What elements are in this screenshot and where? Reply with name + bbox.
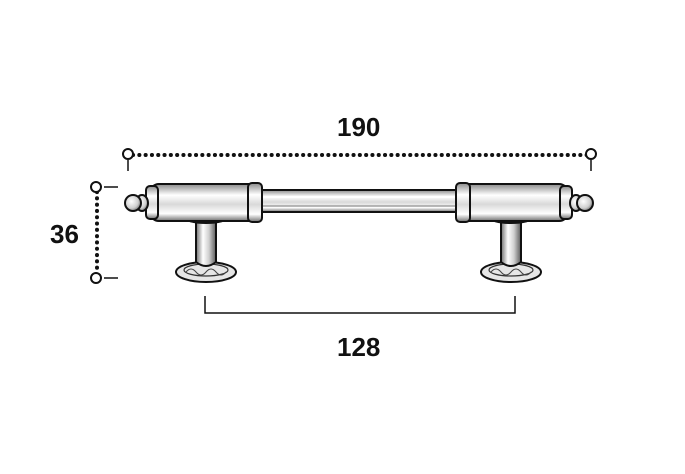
right-stem — [500, 221, 522, 267]
right-knob-ball — [576, 194, 594, 212]
left-end-knob — [124, 194, 149, 212]
left-knob-ball — [124, 194, 142, 212]
left-sleeve-body — [149, 183, 259, 222]
left-sleeve-ring — [247, 182, 263, 223]
right-sleeve-body — [459, 183, 569, 222]
right-sleeve-ring — [455, 182, 471, 223]
hole-spacing-dimension — [204, 296, 516, 314]
hole-spacing-bracket — [204, 296, 516, 314]
overall-length-right-endpoint — [585, 148, 597, 160]
left-base-plate-ornament — [185, 268, 227, 276]
hole-spacing-label: 128 — [337, 332, 381, 362]
left-sleeve — [145, 182, 263, 223]
height-label: 36 — [50, 219, 79, 249]
left-stem — [195, 221, 217, 267]
overall-length-left-endpoint — [122, 148, 134, 160]
height-dimension — [90, 181, 118, 284]
right-base-plate-ornament — [490, 268, 532, 276]
right-end-knob — [569, 194, 594, 212]
height-bottom-endpoint — [90, 272, 102, 284]
cabinet-handle — [124, 182, 594, 283]
overall-length-label: 190 — [337, 112, 381, 142]
height-top-endpoint — [90, 181, 102, 193]
right-sleeve — [455, 182, 573, 223]
overall-length-dimension — [122, 148, 597, 171]
